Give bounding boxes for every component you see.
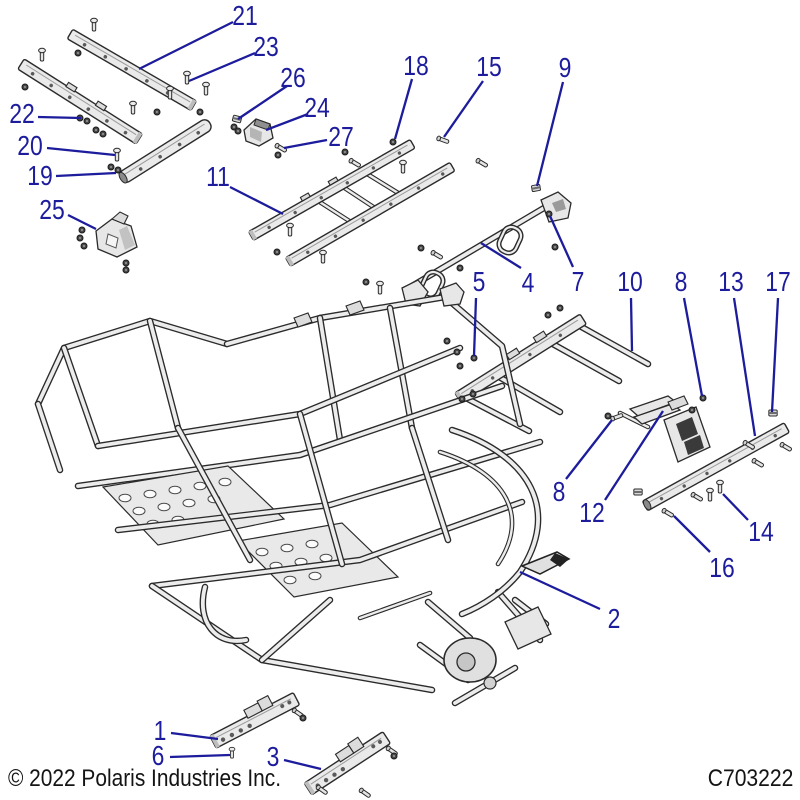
- callout-18: 18: [403, 50, 429, 81]
- callout-23: 23: [253, 31, 279, 62]
- callout-7: 7: [571, 266, 585, 297]
- callout-17: 17: [765, 266, 791, 297]
- part-ladder-11: [248, 139, 455, 267]
- callout-9: 9: [558, 52, 572, 83]
- callout-24: 24: [304, 92, 330, 123]
- callout-8b: 8: [552, 476, 566, 507]
- callout-11: 11: [206, 161, 230, 192]
- part-bar-19: [118, 119, 212, 184]
- part-code: C703222: [707, 765, 793, 792]
- callout-1: 1: [153, 715, 167, 746]
- floor-holes: [118, 477, 232, 529]
- part-crossbar-4: [401, 191, 572, 307]
- callout-26: 26: [280, 62, 306, 93]
- copyright-text: © 2022 Polaris Industries Inc.: [8, 765, 282, 792]
- callout-22: 22: [9, 98, 35, 129]
- callout-13: 13: [718, 266, 744, 297]
- callout-16: 16: [709, 552, 735, 583]
- part-bracket-25: [95, 211, 138, 258]
- part-mount-12: [617, 395, 711, 463]
- part-bracket-24: [243, 118, 274, 147]
- part-rail-left: [17, 58, 143, 145]
- part-frame-2: [34, 282, 571, 707]
- callout-20: 20: [17, 130, 43, 161]
- callout-25: 25: [39, 194, 65, 225]
- callout-12: 12: [579, 497, 605, 528]
- callout-19: 19: [27, 160, 53, 191]
- callout-6: 6: [151, 740, 165, 771]
- callout-leader-lines: [37, 20, 780, 771]
- part-rail-13: [642, 422, 790, 511]
- part-skid-3: [304, 731, 391, 795]
- rear-suspension-cluster: [416, 588, 552, 707]
- callout-21: 21: [232, 0, 258, 31]
- callout-3: 3: [266, 741, 280, 772]
- callout-5: 5: [472, 266, 486, 297]
- callout-15: 15: [476, 51, 502, 82]
- part-skid-1: [209, 692, 300, 749]
- callout-8a: 8: [674, 266, 688, 297]
- callout-2: 2: [607, 603, 621, 634]
- callout-10: 10: [617, 266, 643, 297]
- callout-4: 4: [521, 267, 535, 298]
- callout-27: 27: [328, 121, 354, 152]
- callout-14: 14: [748, 516, 774, 547]
